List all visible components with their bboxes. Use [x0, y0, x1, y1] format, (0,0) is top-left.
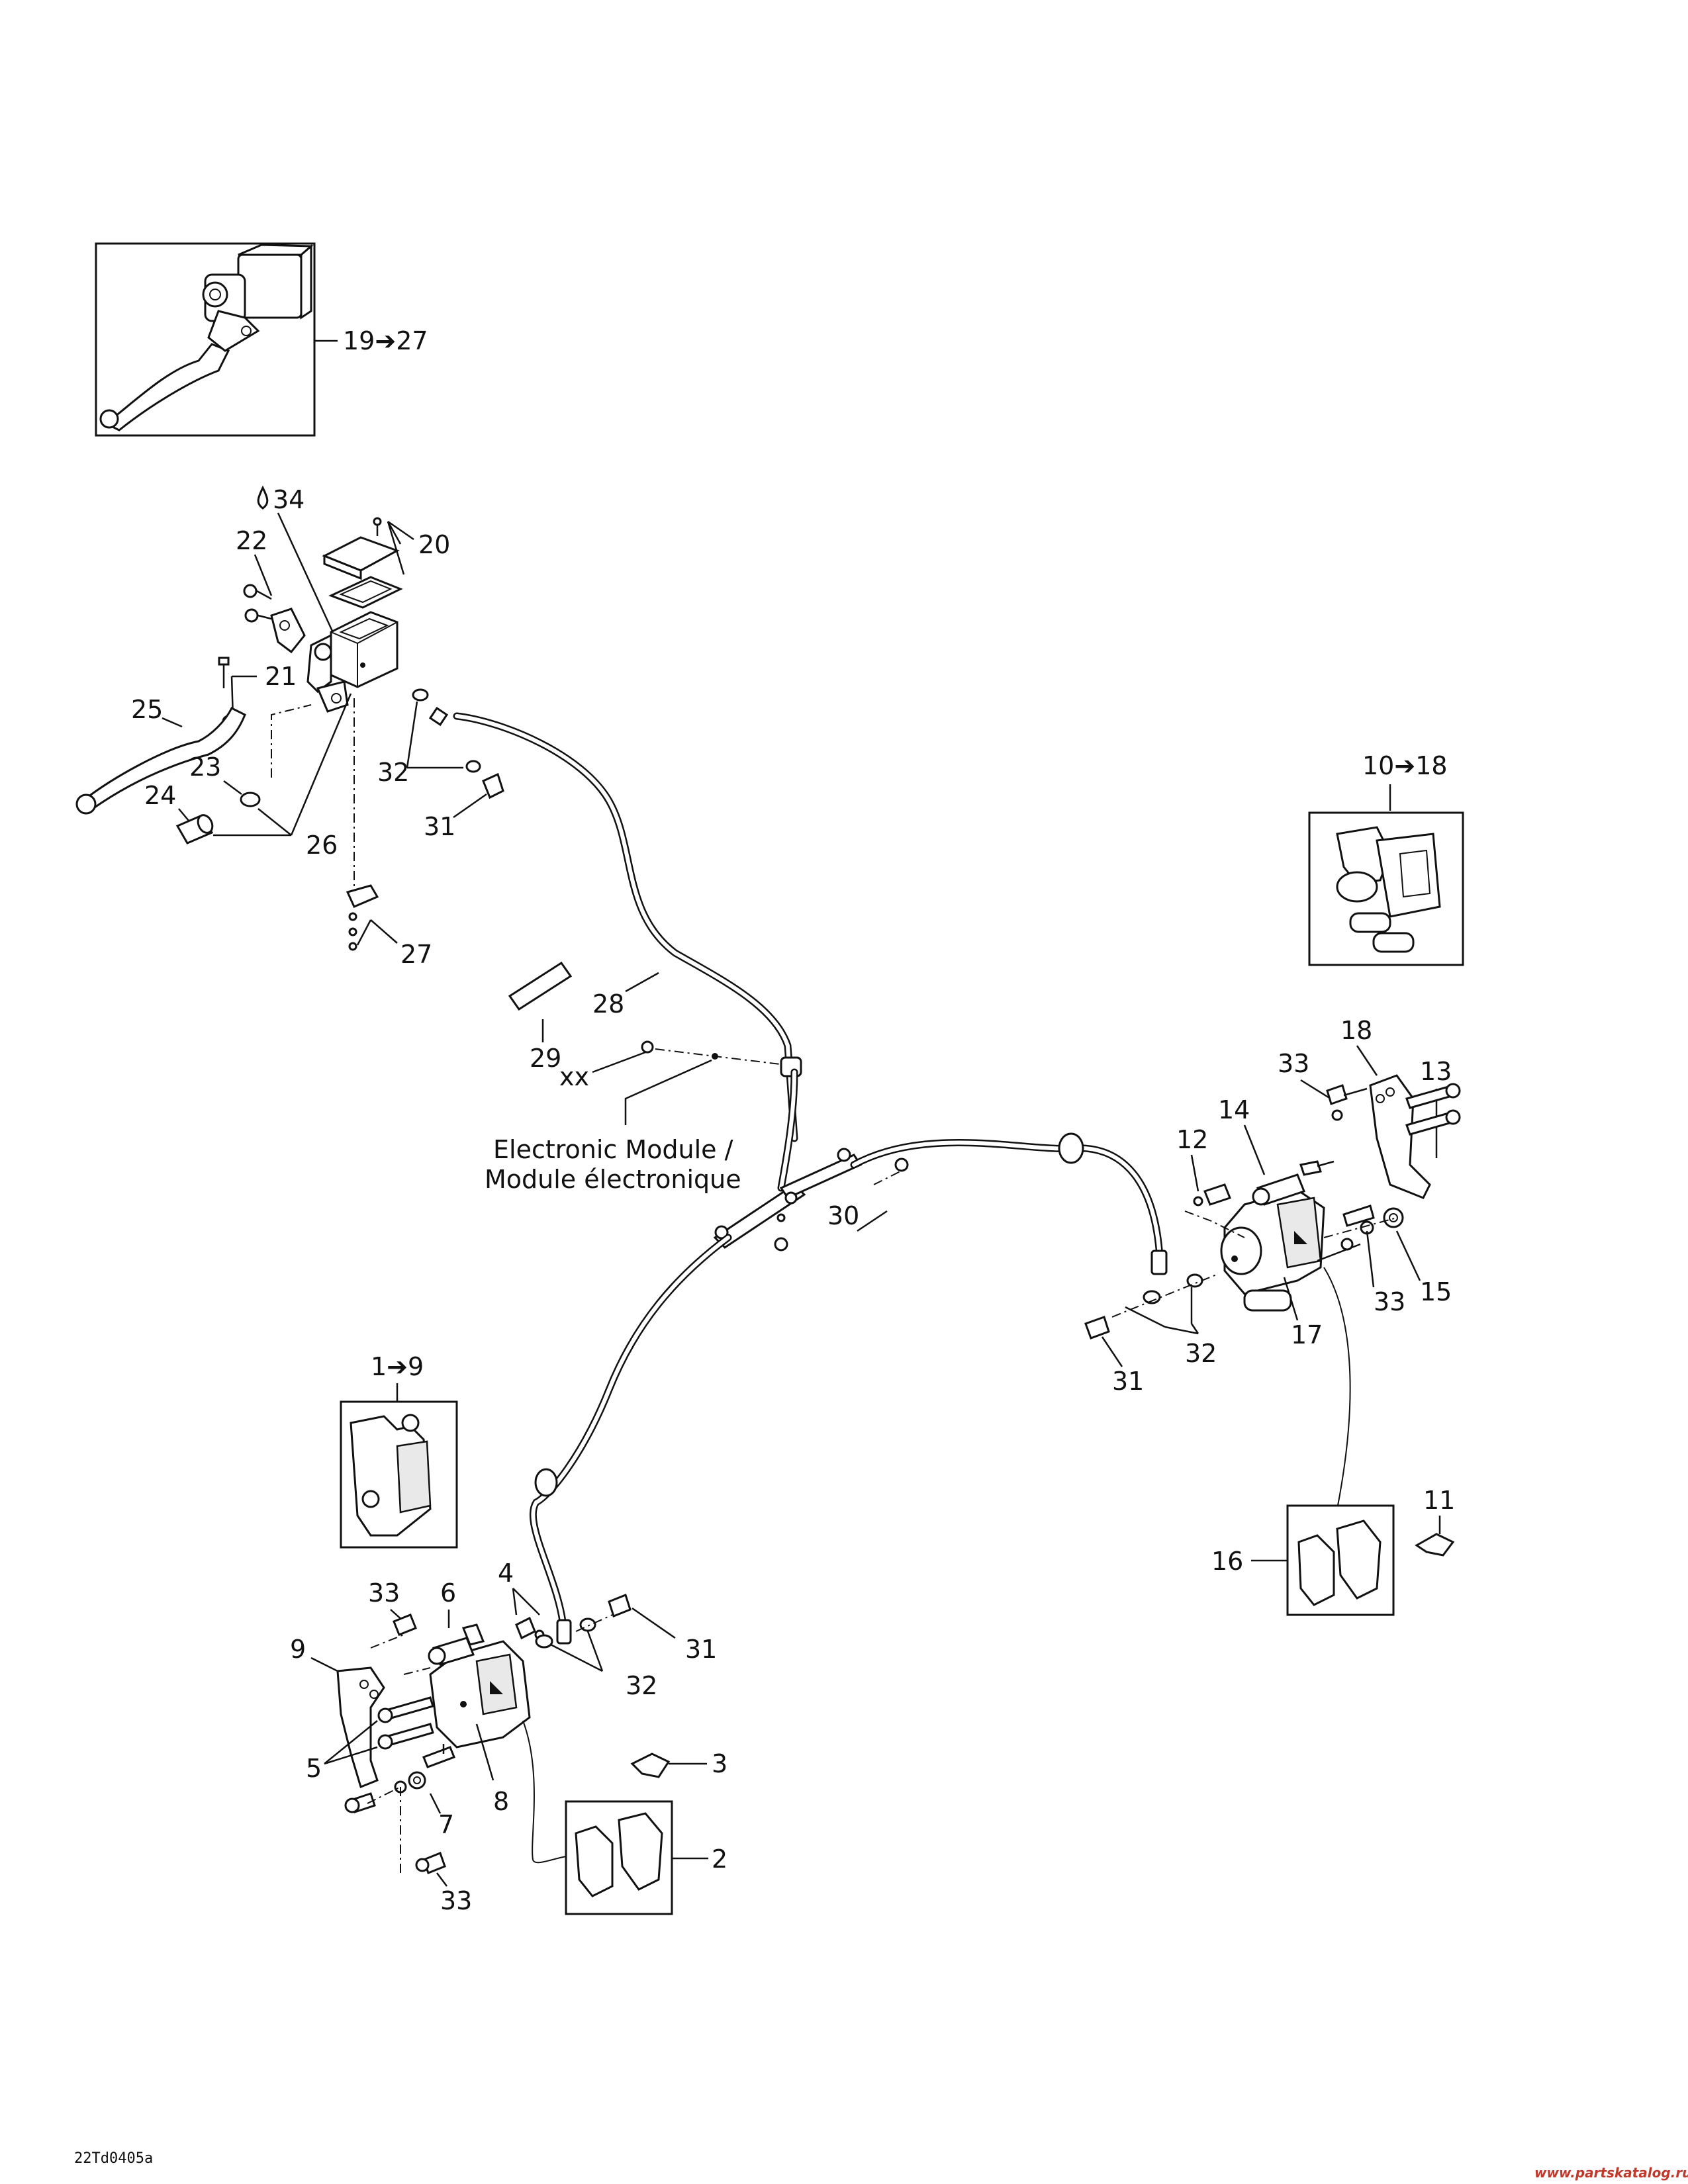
callout-1-9: 1➔9: [371, 1352, 424, 1381]
callout-10-18: 10➔18: [1362, 751, 1448, 780]
callout-24: 24: [144, 781, 176, 810]
callout-28: 28: [592, 989, 624, 1019]
callout-33-right-bottom: 33: [1374, 1287, 1405, 1316]
callout-32-top: 32: [377, 758, 409, 787]
callout-15: 15: [1420, 1277, 1452, 1306]
drawing-code: 22Td0405a: [74, 2150, 153, 2167]
callout-20: 20: [418, 530, 450, 559]
callout-21: 21: [265, 662, 297, 691]
callout-18: 18: [1340, 1016, 1372, 1045]
callout-12: 12: [1176, 1125, 1208, 1154]
callout-11: 11: [1423, 1486, 1455, 1515]
inset-master-cylinder: 19➔27: [95, 242, 428, 437]
callout-xx: xx: [559, 1062, 589, 1091]
callout-6: 6: [440, 1578, 456, 1608]
callout-25: 25: [131, 695, 163, 724]
callout-31-left: 31: [685, 1635, 717, 1664]
callout-33-right-top: 33: [1278, 1049, 1309, 1078]
callout-26: 26: [306, 831, 338, 860]
callout-33-left-top: 33: [368, 1578, 400, 1608]
callout-32-right: 32: [1185, 1339, 1217, 1368]
callout-13: 13: [1420, 1057, 1452, 1086]
callout-3: 3: [712, 1749, 727, 1778]
callout-16: 16: [1211, 1547, 1243, 1576]
callout-2: 2: [712, 1844, 727, 1874]
callout-9: 9: [290, 1635, 306, 1664]
callout-34: 34: [273, 485, 305, 514]
callout-7: 7: [438, 1810, 454, 1839]
inset-right-caliper: 10➔18: [1308, 751, 1464, 966]
module-label-line1: Electronic Module /: [493, 1135, 733, 1164]
watermark: www.partskatalog.ru: [1534, 2165, 1688, 2181]
callout-5: 5: [306, 1754, 322, 1783]
callout-31-top: 31: [424, 812, 455, 841]
callout-32-left: 32: [626, 1671, 657, 1700]
master-cylinder-group: 34 20 22: [75, 485, 504, 969]
callout-19-27: 19➔27: [343, 326, 428, 355]
callout-14: 14: [1218, 1095, 1250, 1124]
fluid-drop-icon: [257, 485, 269, 510]
module-label-line2: Module électronique: [485, 1165, 741, 1194]
brake-hose: 28 29 xx Electronic Module / Module élec…: [453, 712, 1168, 1645]
right-caliper-group: 18 33 13 14 12: [1084, 1016, 1461, 1616]
callout-33-left-bottom: 33: [440, 1886, 472, 1915]
callout-23: 23: [189, 752, 221, 782]
left-caliper-group: 33 6 4 9 5: [290, 1559, 727, 1915]
callout-31-right: 31: [1112, 1367, 1144, 1396]
callout-27: 27: [400, 940, 432, 969]
callout-17: 17: [1291, 1320, 1323, 1349]
callout-4: 4: [498, 1559, 514, 1588]
callout-29: 29: [530, 1044, 561, 1073]
inset-left-caliper: 1➔9: [340, 1352, 458, 1549]
callout-8: 8: [493, 1787, 509, 1816]
callout-30: 30: [827, 1201, 859, 1230]
callout-22: 22: [236, 526, 267, 555]
